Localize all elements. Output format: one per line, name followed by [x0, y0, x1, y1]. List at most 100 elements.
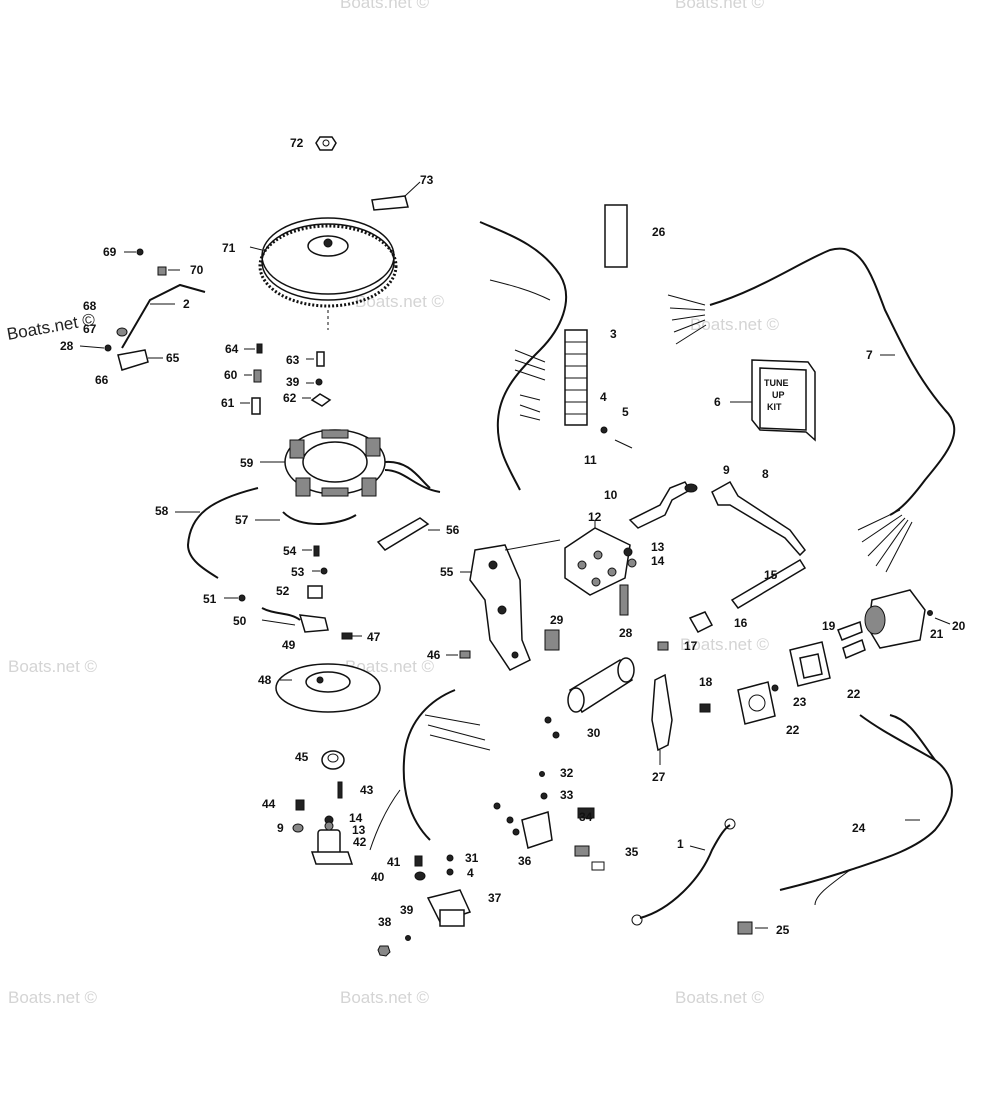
- part-number-label: 69: [103, 245, 117, 259]
- part-73-strip: [371, 181, 421, 211]
- part-number-label: 11: [584, 453, 597, 467]
- part-number-label: 2: [183, 297, 190, 311]
- part-number-label: 30: [587, 726, 601, 740]
- part-number-label: 6: [714, 395, 721, 409]
- part-number-label: 19: [822, 619, 836, 633]
- part-number-label: 22: [786, 723, 800, 737]
- part-54-53-screws: [302, 545, 328, 575]
- part-number-label: 70: [190, 263, 204, 277]
- part-number-label: 68: [83, 299, 97, 313]
- part-7-main-harness: [667, 247, 956, 573]
- part-22-plates: [737, 641, 831, 725]
- part-1-battery-cable: [631, 818, 736, 926]
- part-number-label: 41: [387, 855, 401, 869]
- part-number-label: 25: [776, 923, 790, 937]
- part-number-label: 18: [699, 675, 713, 689]
- part-2-harness-top: [479, 221, 568, 491]
- watermark: Boats.net ©: [8, 657, 98, 676]
- part-number-label: 8: [762, 467, 769, 481]
- part-number-label: 63: [286, 353, 300, 367]
- part-number-label: 61: [221, 396, 235, 410]
- part-25-clamp: [737, 921, 768, 935]
- part-number-label: 66: [95, 373, 109, 387]
- part-26-strip: [604, 204, 628, 268]
- watermark: Boats.net ©: [690, 315, 780, 334]
- part-number-label: 21: [930, 627, 944, 641]
- part-number-label: 1: [677, 837, 684, 851]
- part-number-label: 16: [734, 616, 748, 630]
- part-12-block: [564, 520, 637, 616]
- part-37-relay: [377, 889, 472, 957]
- part-number-label: 49: [282, 638, 296, 652]
- part-72-nut: [315, 136, 337, 151]
- part-number-label: 58: [155, 504, 169, 518]
- watermark: Boats.net ©: [345, 657, 435, 676]
- part-56-hose: [376, 517, 440, 551]
- part-69-70-clip: [124, 248, 180, 276]
- part-number-label: 72: [290, 136, 304, 150]
- part-number-label: 47: [367, 630, 381, 644]
- part-number-label: 27: [652, 770, 666, 784]
- part-16-17-18-fittings: [657, 611, 714, 713]
- watermark: Boats.net ©: [8, 988, 98, 1007]
- part-42-solenoid: [310, 815, 354, 865]
- part-28-65-66-bracket: [79, 344, 163, 371]
- part-27-strap: [651, 673, 673, 765]
- part-44-9-fasteners: [292, 799, 305, 833]
- part-2-lead-left: [121, 283, 206, 349]
- part-number-label: 54: [283, 544, 297, 558]
- part-number-label: 51: [203, 592, 217, 606]
- part-number-label: 29: [550, 613, 564, 627]
- part-number-label: 31: [465, 851, 479, 865]
- part-43-pin: [337, 781, 343, 799]
- part-number-label: 35: [625, 845, 639, 859]
- part-59-stator: [260, 429, 441, 497]
- part-number-label: 22: [847, 687, 861, 701]
- part-number-label: 52: [276, 584, 290, 598]
- part-number-label: 14: [349, 811, 363, 825]
- part-number-label: 13: [352, 823, 366, 837]
- part-number-label: 46: [427, 648, 441, 662]
- part-67-washer: [116, 327, 128, 337]
- part-number-label: 39: [400, 903, 414, 917]
- part-number-label: 48: [258, 673, 272, 687]
- part-40-41-fasteners: [414, 854, 454, 881]
- part-number-label: 15: [764, 568, 778, 582]
- part-number-label: 44: [262, 797, 276, 811]
- part-number-label: 20: [952, 619, 966, 633]
- part-36-bracket: [493, 771, 553, 849]
- part-number-label: 28: [619, 626, 633, 640]
- part-71-flywheel: [249, 217, 398, 330]
- part-number-labels: 72 73 71 69 70 2 68 67 28 65 66 64 63 60…: [60, 136, 966, 937]
- watermark: Boats.net ©: [340, 0, 430, 12]
- part-number-label: 39: [286, 375, 300, 389]
- part-number-label: 5: [622, 405, 629, 419]
- part-3-terminal-block: [564, 329, 633, 449]
- part-number-label: 4: [467, 866, 474, 880]
- part-number-label: 7: [866, 348, 873, 362]
- part-number-label: 4: [600, 390, 607, 404]
- part-57-wire: [255, 511, 357, 525]
- part-24-cable: [779, 714, 953, 906]
- watermark: Boats.net ©: [340, 988, 430, 1007]
- part-number-label: 55: [440, 565, 454, 579]
- part-number-label: 23: [793, 695, 807, 709]
- part-number-label: 24: [852, 821, 866, 835]
- part-34-35-caps: [574, 807, 605, 871]
- watermark: Boats.net ©: [355, 292, 445, 311]
- part-number-label: 10: [604, 488, 618, 502]
- part-number-label: 13: [651, 540, 665, 554]
- part-58-lead: [175, 487, 259, 579]
- part-number-label: 33: [560, 788, 574, 802]
- part-number-label: 34: [579, 810, 593, 824]
- part-number-label: 42: [353, 835, 367, 849]
- watermark: Boats.net ©: [680, 635, 770, 654]
- part-number-label: 36: [518, 854, 532, 868]
- part-number-label: 43: [360, 783, 374, 797]
- part-63-39-62-fasteners: [302, 351, 332, 407]
- part-number-label: 28: [60, 339, 74, 353]
- part-47-pin: [341, 632, 362, 640]
- part-number-label: 32: [560, 766, 574, 780]
- part-number-label: 73: [420, 173, 434, 187]
